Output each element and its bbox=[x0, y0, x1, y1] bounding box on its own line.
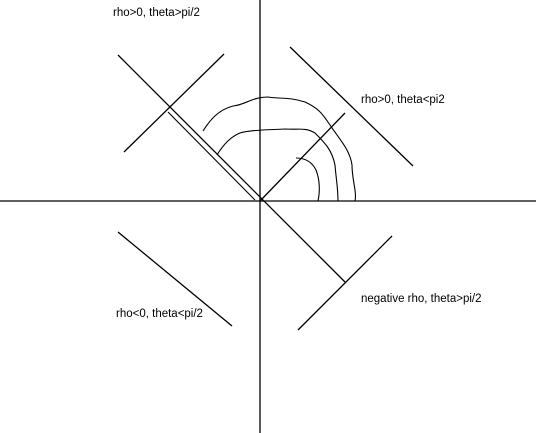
label-bottom-right: negative rho, theta>pi/2 bbox=[361, 293, 482, 305]
line-negative-rho-theta-gt-pi2 bbox=[297, 235, 393, 331]
line-rho-positive-theta-gt-pi2 bbox=[123, 53, 225, 153]
angle-arc-inner bbox=[295, 157, 320, 202]
angle-arc-middle bbox=[216, 128, 339, 202]
line-rho-negative-theta-lt-pi2 bbox=[117, 231, 233, 327]
label-bottom-left: rho<0, theta<pi/2 bbox=[116, 308, 203, 320]
diagonal-parallel-line bbox=[167, 111, 256, 201]
label-top-right: rho>0, theta<pi2 bbox=[361, 94, 445, 106]
normal-line-first-quadrant bbox=[259, 112, 346, 202]
label-top-left: rho>0, theta>pi/2 bbox=[113, 7, 200, 19]
diagonal-line bbox=[117, 54, 346, 283]
angle-arc-outer bbox=[202, 96, 356, 202]
line-rho-positive-theta-lt-pi2 bbox=[289, 46, 414, 167]
